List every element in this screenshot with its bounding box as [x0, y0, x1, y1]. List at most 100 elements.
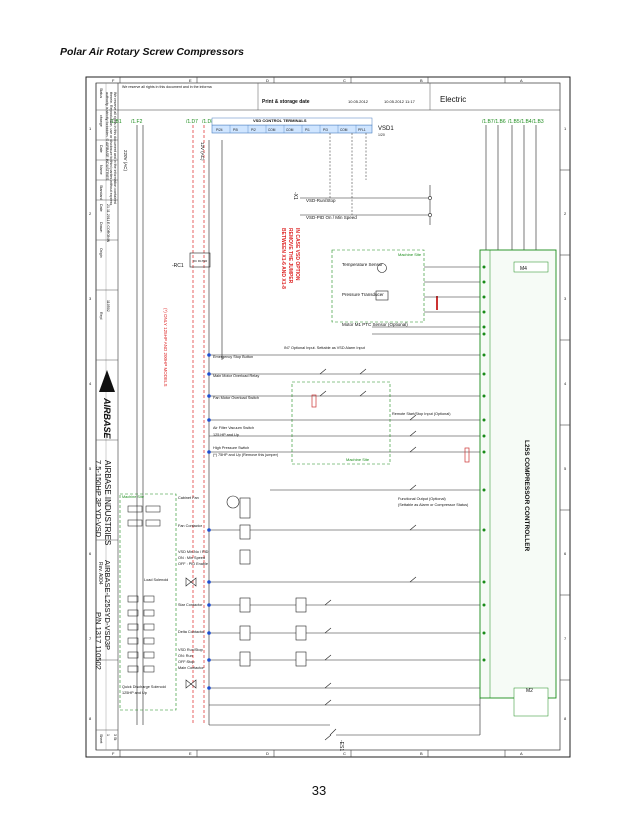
grid-row-label: 4 [564, 381, 567, 386]
motor-ptc-label: Motor M1 PTC Sensor (Optional) [342, 322, 408, 327]
print-label: Print & storage date [262, 99, 310, 105]
notice-line: We reserve all rights in this document a… [122, 85, 212, 89]
grid-row-label: 3 [564, 296, 567, 301]
svg-text:/1.B6: /1.B6 [494, 119, 506, 125]
svg-text:/1.B7: /1.B7 [482, 119, 494, 125]
svg-text:/1.D7: /1.D7 [186, 119, 198, 125]
high-pressure-sub: (*) 75HP and Up (Remove this jumper) [213, 453, 279, 457]
svg-text:/1.F2: /1.F2 [131, 119, 143, 125]
wire-tag: P/2 [251, 128, 256, 132]
wire-tag: COM [340, 128, 348, 132]
page-number: 33 [311, 783, 327, 798]
vsd-on-run-label: ON: Run [178, 654, 193, 658]
print-date-2: 10.05.2012 11:17 [384, 99, 416, 104]
grid-col-label: F [112, 78, 115, 83]
main-contactor-label: Main Contactor [178, 666, 204, 670]
grid-row-label-left: 8 [89, 716, 92, 721]
grid-col-label: A [520, 78, 523, 83]
title-repl-label: Repl [99, 312, 103, 320]
star-contactor-label: Star Contactor [178, 603, 203, 607]
motor-overload-label: Main Motor Overload Relay [213, 374, 259, 378]
quick-discharge-sub: 125HP and Up [122, 691, 147, 695]
title-model: 7.5-150HP 3P YD-VSD [94, 460, 103, 538]
title-by-value: E.CORONIN [106, 222, 110, 243]
title-norm-col: Standard [99, 185, 103, 200]
m2-label: M2 [526, 688, 533, 694]
vsd1-label: VSD1 [378, 126, 394, 132]
es1-label: -ES1 [338, 740, 344, 752]
wire-tag: P/3 [323, 128, 328, 132]
print-date-1: 10.05.2012 [348, 99, 369, 104]
machine-site-label: Machine Site [398, 252, 422, 257]
vsd-option-note-2: REMOVE THE JUMPER [287, 228, 293, 284]
title-of-value: 3 St [113, 734, 117, 741]
m4-label: M4 [520, 266, 527, 272]
grid-col-label-bottom: F [112, 751, 115, 756]
svg-text:/1.B1: /1.B1 [110, 119, 122, 125]
title-notice: We reserve all rights in this document a… [105, 92, 117, 206]
title-company: AIRBASE INDUSTRIES [103, 460, 112, 546]
machine-site-label-2: Machine Site [346, 457, 370, 462]
vsd-run-stop-2-label: VSD Run/Stop [178, 648, 203, 652]
fan-contactor-label: Fan Contactor [178, 524, 203, 528]
x1-label: -X1 [292, 192, 298, 200]
grid-row-label-left: 3 [89, 296, 92, 301]
grid-row-label: 1 [564, 126, 567, 131]
vac-220-label: 220V (AC) [123, 150, 128, 172]
title-sheet-value: 1 [106, 734, 110, 736]
wire-tag: COM [268, 128, 276, 132]
vsd-min-label: VSD Min.No / PID [178, 550, 209, 554]
wire-tag: P/5 [233, 128, 238, 132]
grid-col-label-bottom: D [266, 751, 269, 756]
load-solenoid-label: Load Solenoid [144, 578, 168, 582]
wire-tag: PFL1 [358, 128, 366, 132]
grid-row-label-left: 2 [89, 211, 92, 216]
grid-row-label-left: 1 [89, 126, 92, 131]
title-date-value: 21.11.2011 [106, 204, 110, 222]
high-pressure-label: High Pressure Switch [213, 446, 249, 450]
svg-text:/1.D8: /1.D8 [202, 119, 214, 125]
title-change-label: change [99, 115, 103, 127]
vsd-option-note-1: IN CASE VSD OPTION [294, 228, 300, 281]
notice-text: We reserve all rights in this document a… [122, 85, 212, 89]
cabinet-fan-label: Cabinet Fan [178, 496, 199, 500]
rc-filter-label: RC FILTER [193, 259, 207, 263]
only-models-note: (*) ONLY 125HP AND 200HP MODELS [163, 308, 168, 387]
grid-row-label: 8 [564, 716, 567, 721]
title-origin-label: Origin [99, 248, 103, 258]
vsd-option-note-3: BETWEEN X1-6 AND X1-8 [280, 228, 286, 289]
grid-col-label: B [420, 78, 423, 83]
rc1-label: -RC1 [172, 263, 184, 269]
title-by-label: Drawn [99, 222, 103, 233]
grid-row-label: 2 [564, 211, 567, 216]
vsd1-sub: 1/20 [378, 133, 385, 137]
title-drawing-id: AIRBASE-L25SYD-VSD3P [103, 560, 112, 651]
grid-row-label-left: 7 [89, 636, 92, 641]
controller-label: L25S COMPRESSOR CONTROLLER [523, 440, 530, 552]
vsd-pid-label: VSD-PID On / Min Speed [306, 215, 357, 220]
svg-text:/1.B5: /1.B5 [508, 119, 520, 125]
grid-col-label: C [343, 78, 346, 83]
air-filter-label: Air Filter Vacuum Switch [213, 426, 254, 430]
title-sheet-label: Sheet [99, 734, 103, 744]
title-pn: P/N 1317 110502 [94, 612, 103, 670]
grid-col-label-bottom: C [343, 751, 346, 756]
remote-start-label: Remote Start/Stop Input (Optional) [392, 412, 451, 416]
title-status-label: Status [99, 88, 103, 99]
grid-col-label-bottom: B [420, 751, 423, 756]
machine-site-left-label: Machine Site [122, 495, 144, 499]
vsd-off-label: OFF : PID Enable [178, 562, 208, 566]
grid-row-label-left: 4 [89, 381, 92, 386]
grid-col-label: D [266, 78, 269, 83]
functional-output-sub: (Settable as Alarm or Compressor Status) [398, 503, 469, 507]
quick-discharge-label: Quick Discharge Solenoid [122, 685, 166, 689]
delta-contactor-label: Delta Contactor [178, 630, 205, 634]
emergency-stop-label: Emergency Stop Button [213, 355, 253, 359]
wire-tag: P/1 [305, 128, 310, 132]
vsd-on-label: ON : Min Speed [178, 556, 205, 560]
page-header-title: Polar Air Rotary Screw Compressors [60, 46, 245, 58]
svg-text:/1.B4: /1.B4 [520, 119, 532, 125]
vsd-run-stop-label: VSD-Run/Stop [306, 198, 336, 203]
vac-12-label: 12V (AC) [200, 142, 205, 161]
